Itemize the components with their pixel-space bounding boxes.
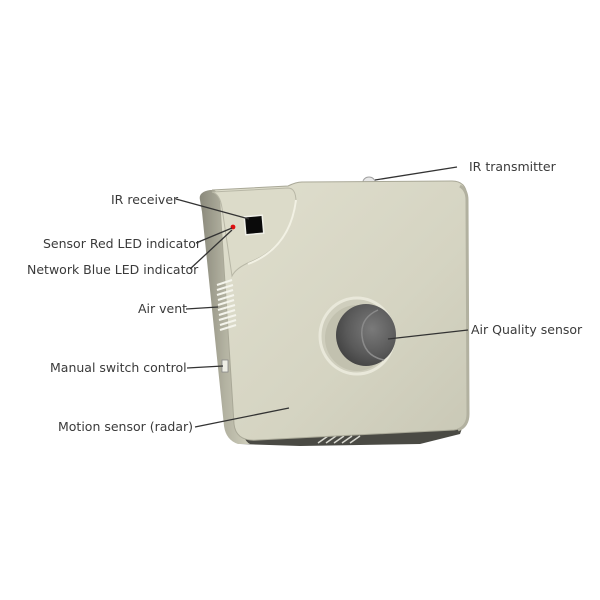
- air-vent-slots: [216, 279, 237, 331]
- leader-red-led: [195, 227, 233, 244]
- leader-air-vent: [185, 306, 219, 310]
- label-ir-transmitter: IR transmitter: [469, 159, 556, 174]
- label-network-blue-led: Network Blue LED indicator: [27, 262, 199, 277]
- label-air-quality-sensor: Air Quality sensor: [471, 322, 583, 337]
- label-air-vent: Air vent: [138, 301, 188, 316]
- air-quality-sensor: [318, 296, 396, 376]
- leader-manual-switch: [186, 365, 224, 369]
- leader-air-quality: [387, 329, 469, 340]
- label-motion-sensor: Motion sensor (radar): [58, 419, 194, 434]
- leader-ir-transmitter: [374, 166, 458, 181]
- label-ir-receiver: IR receiver: [111, 192, 179, 207]
- leader-ir-receiver: [175, 198, 250, 220]
- leader-blue-led: [189, 229, 233, 270]
- leader-lines: [175, 166, 469, 428]
- label-manual-switch: Manual switch control: [50, 360, 187, 375]
- leader-motion-sensor: [194, 407, 290, 428]
- ir-receiver-window: [243, 214, 265, 236]
- label-sensor-red-led: Sensor Red LED indicator: [43, 236, 202, 251]
